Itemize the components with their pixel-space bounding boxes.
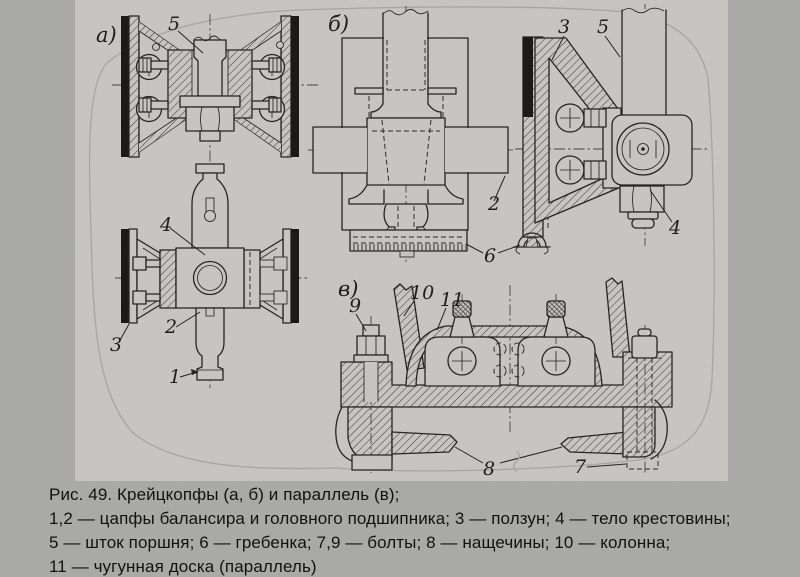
caption-line-2: 1,2 — цапфы балансира и головного подшип… xyxy=(49,509,731,528)
caption-line-3: 5 — шток поршня; 6 — гребенка; 7,9 — бол… xyxy=(49,533,671,552)
figure-caption: Рис. 49. Крейцкопфы (а, б) и параллель (… xyxy=(49,483,789,577)
caption-line-1: Рис. 49. Крейцкопфы (а, б) и параллель (… xyxy=(49,485,400,504)
caption-line-4: 11 — чугунная доска (параллель) xyxy=(49,557,317,576)
